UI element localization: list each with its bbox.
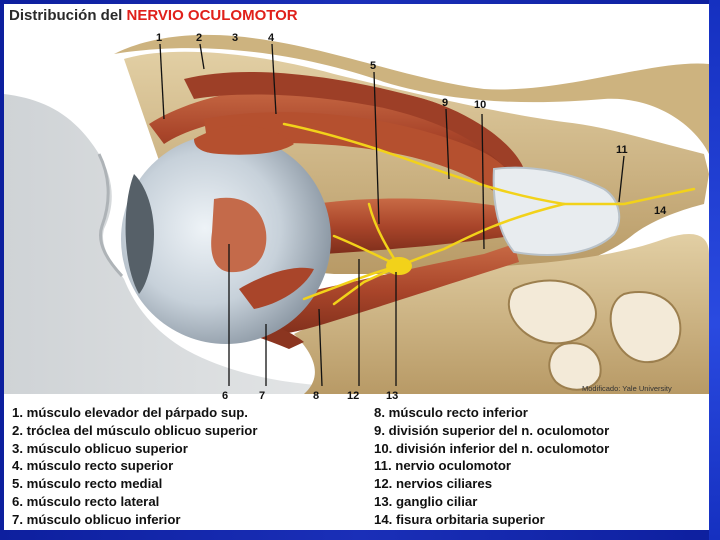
legend-item: 7. músculo oblicuo inferior bbox=[12, 511, 181, 527]
callout-10: 10 bbox=[474, 99, 486, 111]
legend-item: 6. músculo recto lateral bbox=[12, 493, 160, 509]
superior-rectus-muscle bbox=[204, 112, 519, 199]
callout-13: 13 bbox=[386, 390, 398, 402]
slide: 1 2 3 4 5 9 10 11 14 6 7 8 12 13 Distrib… bbox=[4, 4, 709, 530]
callout-14: 14 bbox=[654, 205, 667, 217]
legend-left: 1. músculo elevador del párpado sup. 2. … bbox=[12, 404, 258, 529]
legend-item: 13. ganglio ciliar bbox=[374, 493, 478, 509]
medial-rectus-muscle bbox=[314, 198, 524, 254]
legend-item: 1. músculo elevador del párpado sup. bbox=[12, 405, 248, 420]
legend-item: 12. nervios ciliares bbox=[374, 476, 493, 492]
superior-oblique-muscle bbox=[184, 71, 524, 172]
callout-6: 6 bbox=[222, 390, 228, 402]
face-profile-shadow bbox=[97, 153, 124, 278]
callout-1: 1 bbox=[156, 32, 162, 44]
legend-item: 8. músculo recto inferior bbox=[374, 405, 528, 420]
callout-9: 9 bbox=[442, 97, 448, 109]
legend-item: 10. división inferior del n. oculomotor bbox=[374, 440, 610, 456]
legend-right: 8. músculo recto inferior 9. división su… bbox=[374, 404, 609, 529]
lateral-rectus-insertion bbox=[211, 197, 267, 273]
orbit-floor-bone bbox=[294, 234, 709, 394]
slide-title: Distribución del NERVIO OCULOMOTOR bbox=[9, 7, 298, 24]
legend-item: 2. tróclea del músculo oblicuo superior bbox=[12, 422, 258, 438]
sinus-cavity-3 bbox=[609, 291, 682, 364]
cornea bbox=[125, 174, 154, 294]
blue-border-strip bbox=[709, 0, 720, 540]
ciliary-ganglion bbox=[386, 257, 412, 275]
title-prefix: Distribución del bbox=[9, 7, 123, 24]
callout-11: 11 bbox=[616, 144, 628, 156]
skull-roof bbox=[114, 34, 709, 155]
legend-item: 4. músculo recto superior bbox=[12, 458, 174, 474]
callout-7: 7 bbox=[259, 390, 265, 402]
legend-item: 11. nervio oculomotor bbox=[374, 458, 512, 474]
callout-12: 12 bbox=[347, 390, 359, 402]
face-profile bbox=[4, 94, 334, 394]
eye-anatomy-illustration: 1 2 3 4 5 9 10 11 14 6 7 8 12 13 bbox=[4, 32, 709, 402]
sinus-cavity-2 bbox=[548, 342, 602, 391]
callout-8: 8 bbox=[313, 390, 319, 402]
legend-item: 3. músculo oblicuo superior bbox=[12, 440, 188, 456]
superior-rectus-insertion bbox=[194, 125, 294, 155]
legend-item: 5. músculo recto medial bbox=[12, 476, 163, 492]
legend-item: 9. división superior del n. oculomotor bbox=[374, 422, 610, 438]
callout-2: 2 bbox=[196, 32, 202, 44]
callout-3: 3 bbox=[232, 32, 238, 44]
common-tendinous-ring bbox=[492, 166, 621, 256]
legend-item: 14. fisura orbitaria superior bbox=[374, 511, 545, 527]
leader-lines bbox=[159, 43, 625, 387]
callout-5: 5 bbox=[370, 60, 376, 72]
image-credit: Modificado: Yale University bbox=[582, 384, 672, 393]
sinus-cavity-1 bbox=[507, 279, 597, 345]
callout-4: 4 bbox=[268, 32, 275, 44]
inferior-oblique-insertion bbox=[239, 267, 314, 309]
title-highlight: NERVIO OCULOMOTOR bbox=[126, 7, 298, 24]
